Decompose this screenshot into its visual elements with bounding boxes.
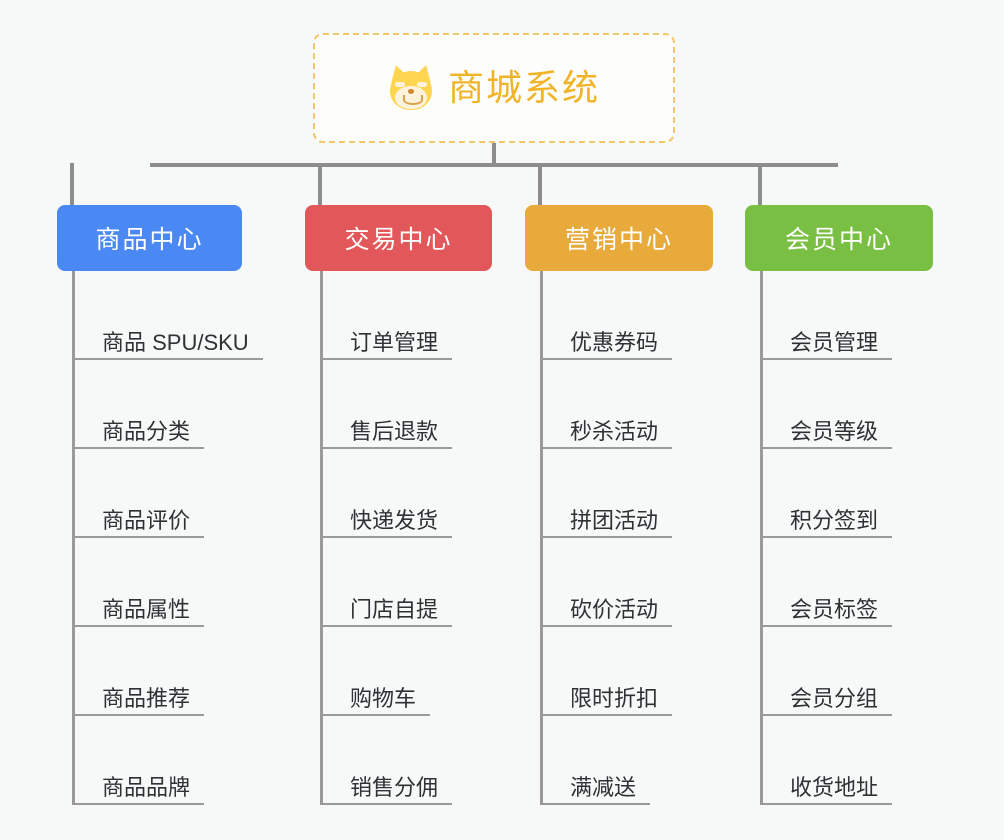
leaf-underline [540,536,672,538]
category-box-2[interactable]: 交易中心 [305,205,492,271]
leaf-label: 快递发货 [350,507,439,533]
leaf-label: 会员标签 [790,596,879,622]
connector-root-stem [492,143,496,165]
leaf-label: 商品 SPU/SKU [102,329,249,355]
category-box-3[interactable]: 营销中心 [525,205,713,271]
leaf-underline [760,714,892,716]
dog-face-icon [387,62,435,111]
root-title: 商城系统 [447,67,600,108]
leaf-list-4: 会员管理会员等级积分签到会员标签会员分组收货地址 [760,271,892,805]
leaf-item[interactable]: 商品评价 [72,449,263,538]
leaf-underline [72,447,204,449]
leaf-item[interactable]: 门店自提 [320,538,452,627]
leaf-underline [540,625,672,627]
leaf-item[interactable]: 销售分佣 [320,716,452,805]
category-label: 交易中心 [344,226,453,254]
connector-drop-2 [318,163,322,205]
category-label: 营销中心 [564,226,673,254]
leaf-item[interactable]: 限时折扣 [540,627,672,716]
leaf-item[interactable]: 秒杀活动 [540,360,672,449]
leaf-item[interactable]: 会员分组 [760,627,892,716]
leaf-label: 限时折扣 [570,685,659,711]
leaf-item[interactable]: 会员标签 [760,538,892,627]
leaf-label: 商品推荐 [102,685,191,711]
leaf-item[interactable]: 拼团活动 [540,449,672,538]
connector-drop-4 [758,163,762,205]
category-box-1[interactable]: 商品中心 [57,205,242,271]
leaf-label: 积分签到 [790,507,879,533]
leaf-item[interactable]: 积分签到 [760,449,892,538]
leaf-item[interactable]: 优惠券码 [540,271,672,360]
leaf-item[interactable]: 商品 SPU/SKU [72,271,263,360]
leaf-item[interactable]: 商品分类 [72,360,263,449]
leaf-underline [540,803,650,805]
leaf-label: 商品分类 [102,418,191,444]
leaf-label: 优惠券码 [570,329,659,355]
leaf-underline [540,358,672,360]
leaf-label: 满减送 [570,774,637,800]
leaf-underline [72,536,204,538]
leaf-item[interactable]: 满减送 [540,716,672,805]
leaf-label: 商品属性 [102,596,191,622]
leaf-underline [320,625,452,627]
connector-spine-3 [540,271,543,805]
connector-drop-1 [70,163,74,205]
leaf-underline [72,803,204,805]
leaf-label: 门店自提 [350,596,439,622]
leaf-underline [760,625,892,627]
leaf-list-3: 优惠券码秒杀活动拼团活动砍价活动限时折扣满减送 [540,271,672,805]
leaf-underline [72,625,204,627]
leaf-underline [760,803,892,805]
leaf-label: 销售分佣 [350,774,439,800]
leaf-underline [72,358,263,360]
leaf-item[interactable]: 会员管理 [760,271,892,360]
category-label: 商品中心 [95,226,204,254]
leaf-item[interactable]: 收货地址 [760,716,892,805]
leaf-list-1: 商品 SPU/SKU 商品分类商品评价商品属性商品推荐商品品牌 [72,271,263,805]
leaf-label: 会员分组 [790,685,879,711]
leaf-underline [320,536,452,538]
leaf-label: 商品品牌 [102,774,191,800]
leaf-label: 购物车 [350,685,417,711]
connector-spine-2 [320,271,323,805]
leaf-label: 商品评价 [102,507,191,533]
leaf-item[interactable]: 快递发货 [320,449,452,538]
connector-drop-3 [538,163,542,205]
connector-spine-4 [760,271,763,805]
leaf-item[interactable]: 商品品牌 [72,716,263,805]
connector-spine-1 [72,271,75,805]
leaf-label: 订单管理 [350,329,439,355]
category-label: 会员中心 [784,226,893,254]
leaf-label: 售后退款 [350,418,439,444]
category-box-4[interactable]: 会员中心 [745,205,933,271]
leaf-label: 秒杀活动 [570,418,659,444]
leaf-underline [760,447,892,449]
leaf-underline [540,714,672,716]
leaf-item[interactable]: 砍价活动 [540,538,672,627]
leaf-item[interactable]: 购物车 [320,627,452,716]
connector-horizontal-bus [150,163,838,167]
leaf-label: 收货地址 [790,774,879,800]
leaf-item[interactable]: 订单管理 [320,271,452,360]
leaf-underline [320,714,430,716]
leaf-item[interactable]: 商品推荐 [72,627,263,716]
leaf-label: 拼团活动 [570,507,659,533]
leaf-underline [320,447,452,449]
leaf-underline [320,803,452,805]
leaf-item[interactable]: 商品属性 [72,538,263,627]
leaf-item[interactable]: 售后退款 [320,360,452,449]
leaf-underline [320,358,452,360]
leaf-label: 会员管理 [790,329,879,355]
leaf-label: 会员等级 [790,418,879,444]
root-node[interactable]: 商城系统 [313,33,675,143]
leaf-list-2: 订单管理售后退款快递发货门店自提购物车销售分佣 [320,271,452,805]
leaf-item[interactable]: 会员等级 [760,360,892,449]
leaf-label: 砍价活动 [570,596,659,622]
leaf-underline [540,447,672,449]
leaf-underline [760,536,892,538]
leaf-underline [72,714,204,716]
leaf-underline [760,358,892,360]
